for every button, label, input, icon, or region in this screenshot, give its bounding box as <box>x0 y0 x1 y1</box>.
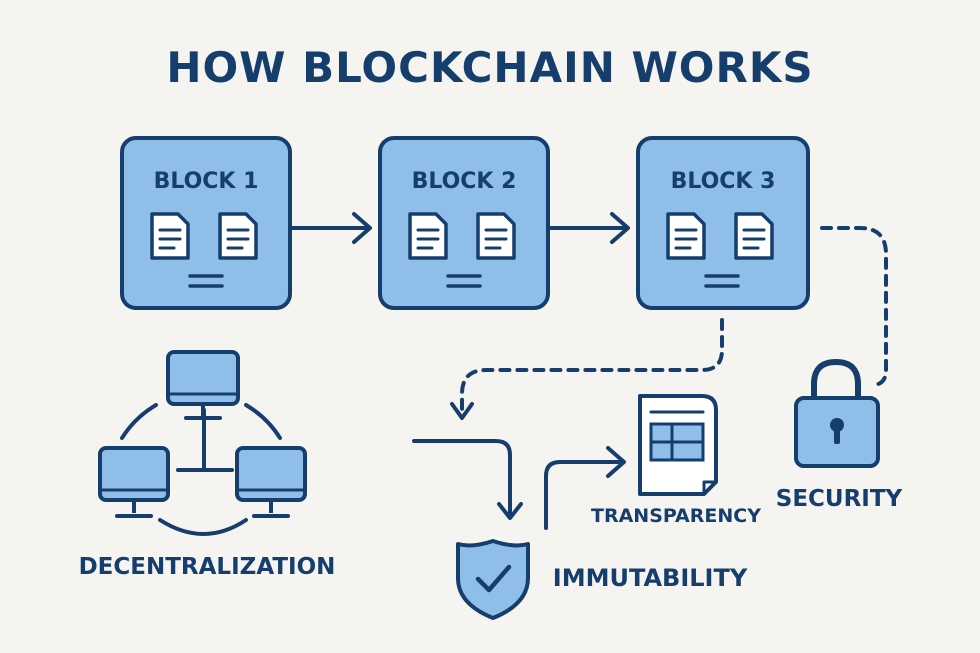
document-icon <box>218 212 258 260</box>
ledger-document-icon <box>638 394 718 496</box>
block-3-label: BLOCK 3 <box>671 169 776 194</box>
block-3: BLOCK 3 <box>636 136 810 310</box>
padlock-icon <box>794 358 880 468</box>
computer-icon <box>98 446 170 518</box>
document-icon <box>150 212 190 260</box>
arrow-to-transparency <box>544 446 626 530</box>
arrow-block1-to-block2 <box>288 212 372 244</box>
computer-network-icon <box>98 350 307 536</box>
block-2: BLOCK 2 <box>378 136 550 310</box>
block-1: BLOCK 1 <box>120 136 292 310</box>
document-icon <box>666 212 706 260</box>
immutability-label: IMMUTABILITY <box>553 564 748 592</box>
document-icon <box>408 212 448 260</box>
block-2-label: BLOCK 2 <box>412 169 517 194</box>
shield-check-icon <box>456 539 530 620</box>
block-1-label: BLOCK 1 <box>154 169 259 194</box>
document-icon <box>476 212 516 260</box>
dashed-connector-immutability <box>450 318 724 420</box>
arrow-to-immutability <box>412 439 523 520</box>
dashed-connector-security <box>820 226 888 387</box>
transparency-label: TRANSPARENCY <box>591 505 761 527</box>
computer-icon <box>166 350 240 420</box>
decentralization-label: DECENTRALIZATION <box>79 554 336 580</box>
arrow-block2-to-block3 <box>546 212 630 244</box>
computer-icon <box>235 446 307 518</box>
document-icon <box>734 212 774 260</box>
security-label: SECURITY <box>776 486 903 512</box>
page-title: HOW BLOCKCHAIN WORKS <box>166 43 813 92</box>
